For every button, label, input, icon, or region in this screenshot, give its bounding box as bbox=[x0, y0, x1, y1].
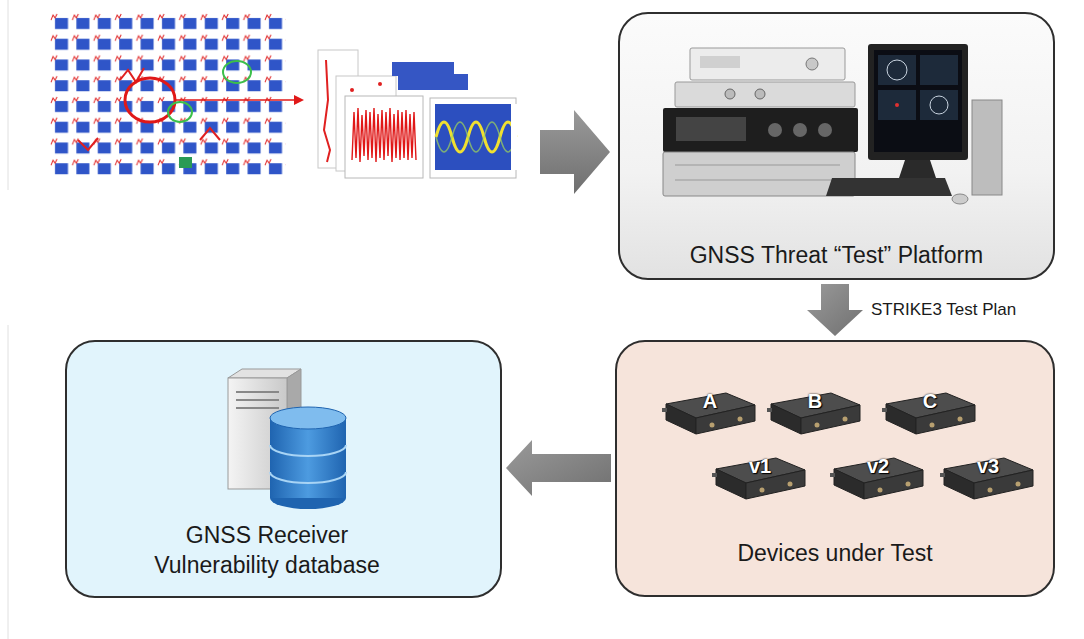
device-letter: B bbox=[767, 390, 863, 413]
block-arrow bbox=[807, 284, 863, 336]
database-box: GNSS Receiver Vulnerability database bbox=[65, 340, 502, 598]
box-title: GNSS Threat “Test” Platform bbox=[630, 240, 1043, 270]
device-letter: v2 bbox=[830, 455, 926, 478]
database-server-illustration bbox=[228, 369, 346, 509]
plot-stack bbox=[318, 50, 517, 178]
device-letter: A bbox=[662, 390, 758, 413]
flow-block-arrow bbox=[540, 110, 610, 194]
edge-label: STRIKE3 Test Plan bbox=[869, 300, 1018, 320]
device-letter: C bbox=[882, 390, 978, 413]
device-unit: v3 bbox=[940, 453, 1036, 509]
platform-box: GNSS Threat “Test” Platform bbox=[618, 12, 1055, 280]
device-letter: v3 bbox=[940, 455, 1036, 478]
box-title: Devices under Test bbox=[627, 538, 1043, 568]
test-platform-illustration bbox=[663, 44, 1002, 204]
device-letter: v1 bbox=[712, 455, 808, 478]
device-unit: v2 bbox=[830, 453, 926, 509]
device-unit: C bbox=[882, 388, 978, 444]
block-arrow bbox=[506, 440, 611, 496]
plot-thumbnail-grid bbox=[50, 12, 304, 178]
box-title: GNSS Receiver Vulnerability database bbox=[137, 520, 397, 580]
device-unit: B bbox=[767, 388, 863, 444]
device-unit: A bbox=[662, 388, 758, 444]
devices-box: Devices under Test ABCv1 v2 v3 bbox=[615, 340, 1055, 597]
device-unit: v1 bbox=[712, 453, 808, 509]
page-edge-lines bbox=[8, 0, 9, 639]
